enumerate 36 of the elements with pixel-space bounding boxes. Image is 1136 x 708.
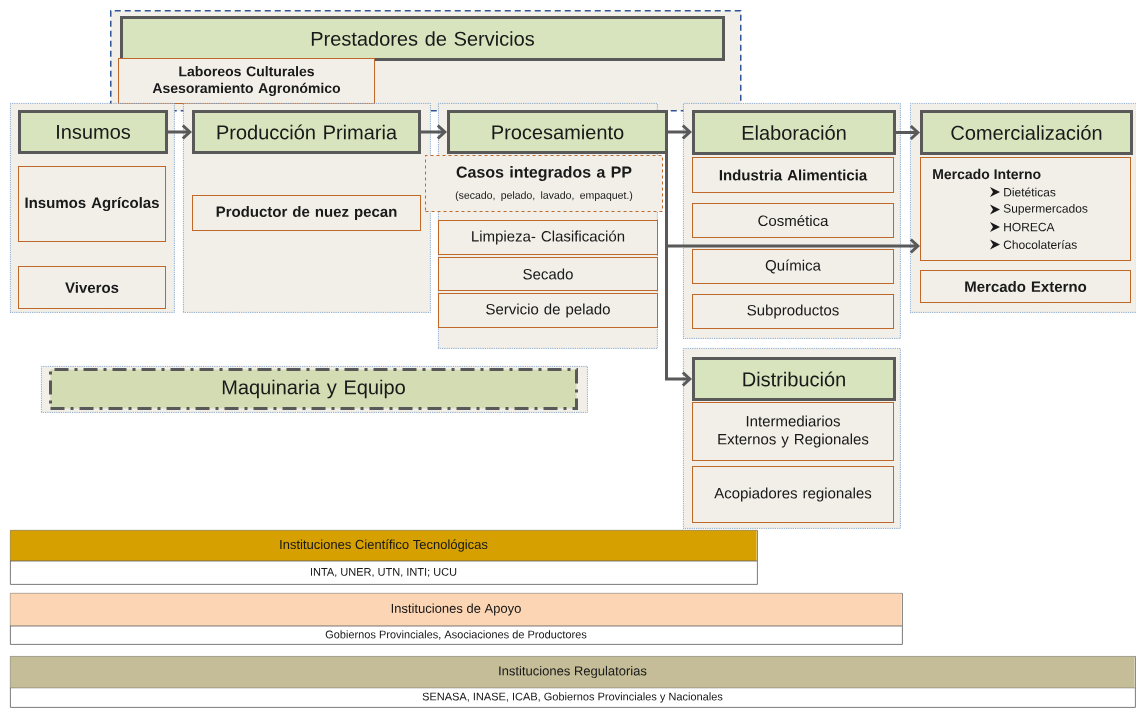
item-box: Servicio de pelado [438, 293, 658, 328]
stage-header-box: Comercialización [920, 110, 1133, 155]
stage-header-box: Producción Primaria [192, 110, 421, 154]
arrow [668, 124, 692, 140]
list-item: Chocolaterías [1003, 240, 1077, 249]
item-box: Química [692, 249, 894, 284]
item-box: Laboreos Culturales Asesoramiento Agronómico [118, 58, 375, 104]
item-box: Limpieza- Clasificación [438, 220, 658, 255]
item-box: Industria Alimenticia [692, 157, 894, 193]
item-box: Subproductos [692, 294, 894, 329]
arrow [168, 124, 192, 140]
item-box: Intermediarios Externos y Regionales [692, 402, 894, 461]
dashed-box: Casos integrados a PP (secado, pelado, lavado, empaquet.) [425, 155, 663, 212]
institution-band: Instituciones de Apoyo Gobiernos Provinciales, Asociaciones de Productores [9, 593, 903, 645]
stage-header-box: Insumos [18, 110, 168, 154]
arrow [896, 124, 920, 141]
stage-header-box: Distribución [692, 357, 896, 401]
stage-header-box: Prestadores de Servicios [120, 16, 725, 61]
institution-band: Instituciones Científico Tecnológicas INTA, UNER, UTN, INTI; UCU [9, 530, 758, 585]
item-box: Cosmética [692, 203, 894, 238]
item-box: Acopiadores regionales [692, 466, 894, 523]
arrow [421, 124, 447, 140]
institution-band: Instituciones Regulatorias SENASA, INASE, ICAB, Gobiernos Provinciales y Nacionales [9, 656, 1136, 708]
list-item: HORECA [1004, 222, 1055, 232]
stage-header-box: Elaboración [692, 110, 896, 155]
item-box: Mercado Externo [920, 270, 1131, 303]
item-box: Secado [438, 257, 658, 291]
list-heading: Mercado Interno [933, 168, 1041, 180]
list-item: Dietéticas [1004, 187, 1056, 197]
stage-header-box: Procesamiento [447, 110, 668, 154]
arrow [665, 154, 692, 387]
item-box: Viveros [18, 266, 166, 309]
item-box: Productor de nuez pecan [192, 195, 421, 231]
stage-header-box: Maquinaria y Equipo [49, 368, 578, 410]
item-box: Insumos Agrícolas [18, 166, 166, 242]
list-item: Supermercados [1003, 203, 1088, 216]
